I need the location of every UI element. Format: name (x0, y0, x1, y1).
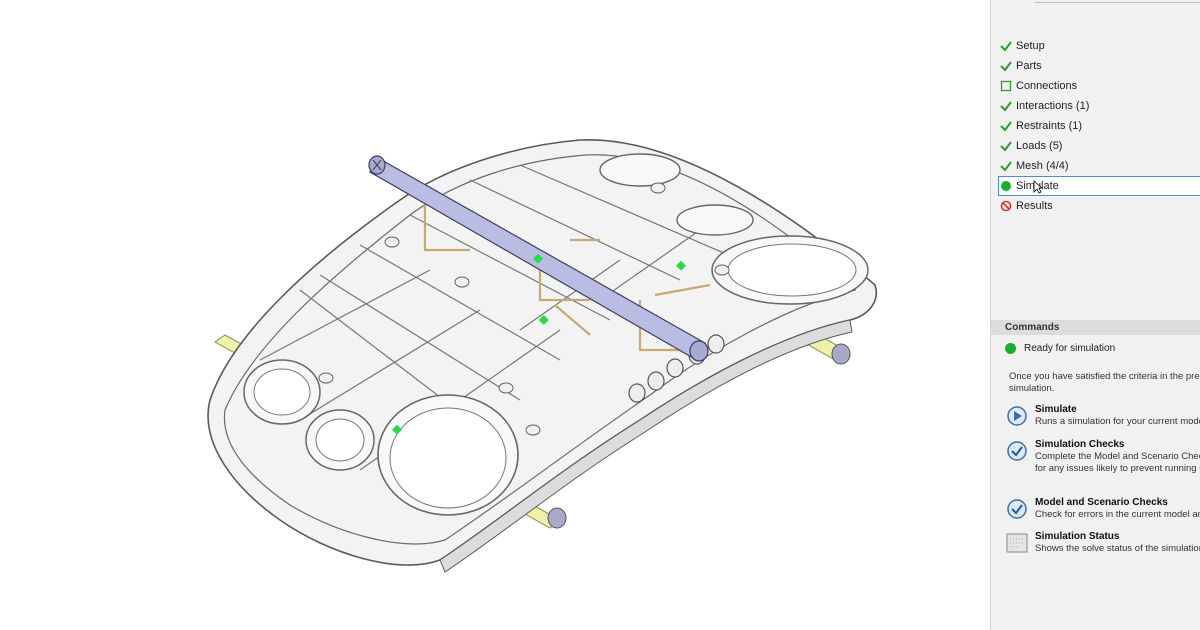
commands-header: Commands (991, 320, 1200, 335)
load-markers (392, 253, 686, 435)
check-icon (999, 159, 1013, 173)
workflow-steps: Setup Parts Connections Interactions (1)… (991, 36, 1200, 216)
step-results[interactable]: Results (991, 196, 1200, 216)
green-dot-icon (1005, 343, 1016, 354)
step-label: Connections (1016, 80, 1078, 92)
simulation-status-command[interactable]: Simulation Status Shows the solve status… (1005, 531, 1200, 555)
command-title: Simulation Status (1035, 531, 1120, 542)
step-parts[interactable]: Parts (991, 56, 1200, 76)
command-desc: Shows the solve status of the simulation… (1035, 543, 1200, 554)
command-title: Simulate (1035, 404, 1077, 415)
step-label: Loads (5) (1016, 140, 1063, 152)
model-checks-command[interactable]: Model and Scenario Checks Check for erro… (1005, 497, 1200, 521)
simulation-checks-command[interactable]: Simulation Checks Complete the Model and… (1005, 439, 1200, 475)
step-simulate[interactable]: Simulate (998, 176, 1200, 196)
step-label: Mesh (4/4) (1016, 160, 1069, 172)
check-icon (999, 99, 1013, 113)
frame-body (207, 139, 877, 573)
model-checks-icon (1005, 497, 1029, 521)
step-mesh[interactable]: Mesh (4/4) (991, 156, 1200, 176)
check-icon (999, 139, 1013, 153)
command-desc: Complete the Model and Scenario Checks s… (1035, 451, 1200, 474)
commands-description: Once you have satisfied the criteria in … (1009, 371, 1200, 394)
ready-status: Ready for simulation (1005, 343, 1115, 354)
status-icon (1005, 531, 1029, 555)
command-desc: Runs a simulation for your current model (1035, 416, 1200, 427)
step-label: Parts (1016, 60, 1042, 72)
mouse-cursor-icon (1033, 180, 1044, 197)
no-entry-icon (999, 199, 1013, 213)
step-setup[interactable]: Setup (991, 36, 1200, 56)
step-restraints[interactable]: Restraints (1) (991, 116, 1200, 136)
command-title: Simulation Checks (1035, 439, 1125, 450)
model-viewport[interactable] (0, 0, 990, 630)
simulate-command[interactable]: Simulate Runs a simulation for your curr… (1005, 404, 1200, 428)
step-label: Setup (1016, 40, 1045, 52)
check-icon (999, 39, 1013, 53)
device-frame-model (207, 139, 877, 573)
step-label: Results (1016, 200, 1053, 212)
check-icon (999, 119, 1013, 133)
step-interactions[interactable]: Interactions (1) (991, 96, 1200, 116)
simulation-checks-icon (1005, 439, 1029, 463)
step-label: Interactions (1) (1016, 100, 1090, 112)
check-icon (999, 59, 1013, 73)
ready-status-text: Ready for simulation (1024, 343, 1116, 354)
command-desc: Check for errors in the current model an… (1035, 509, 1200, 520)
panel-top-border (1035, 0, 1200, 3)
step-connections[interactable]: Connections (991, 76, 1200, 96)
simulation-panel: Setup Parts Connections Interactions (1)… (990, 0, 1200, 630)
empty-box-icon (999, 79, 1013, 93)
step-loads[interactable]: Loads (5) (991, 136, 1200, 156)
simulate-icon (1005, 404, 1029, 428)
green-dot-icon (999, 179, 1013, 193)
step-label: Restraints (1) (1016, 120, 1083, 132)
command-title: Model and Scenario Checks (1035, 497, 1168, 508)
